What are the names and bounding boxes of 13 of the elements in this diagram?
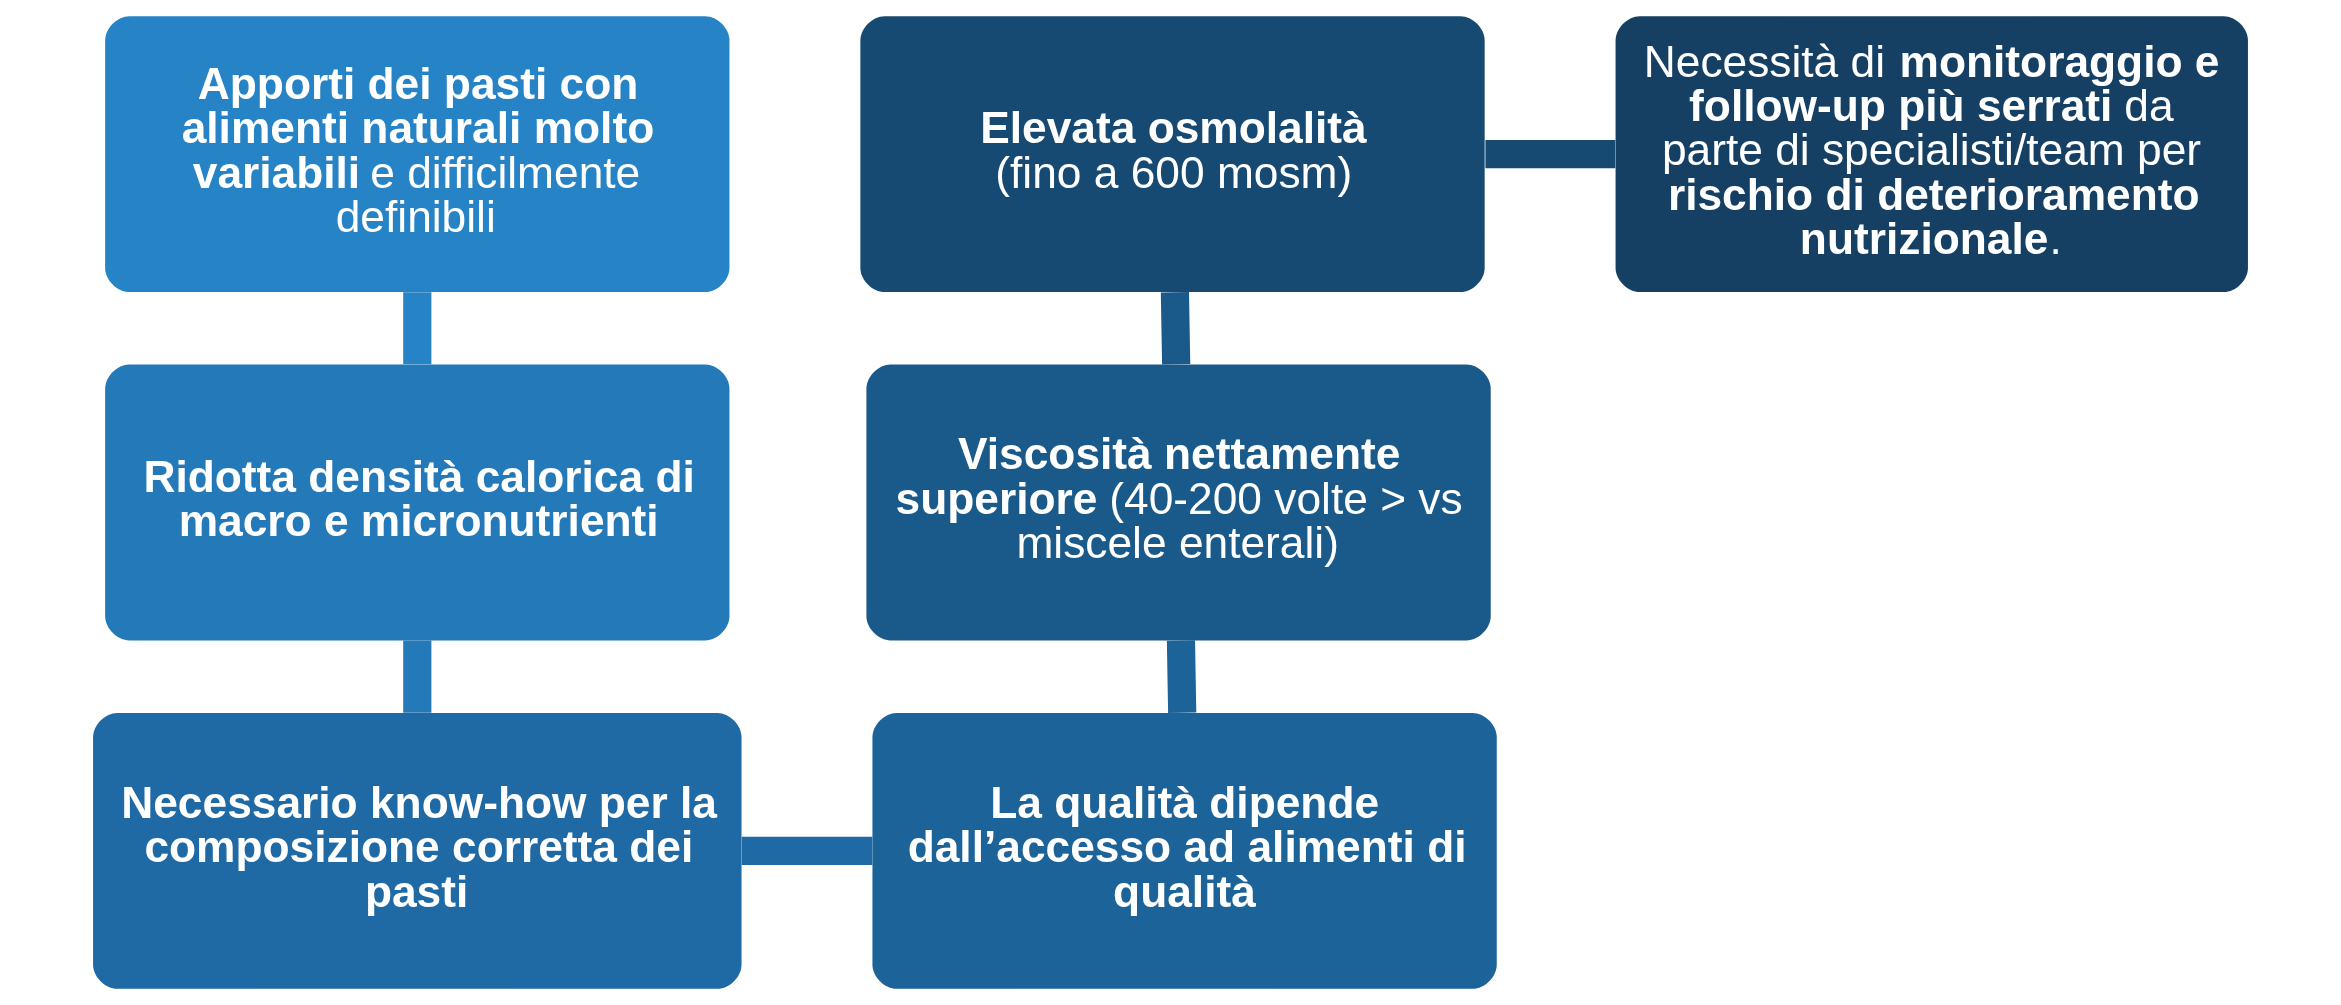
- connector: [1485, 140, 1616, 169]
- connector: [1166, 640, 1197, 713]
- connector: [1160, 291, 1191, 365]
- connector: [403, 640, 432, 713]
- node-box: Necessità di monitoraggio e follow-up più serrati da parte di specialisti/team per rischio di deterioramento nutrizionale.: [1615, 16, 2248, 293]
- node-box: Ridotta densità calorica di macro e micronutrienti: [105, 364, 730, 641]
- node-box: Elevata osmolalità (fino a 600 mosm): [860, 16, 1485, 293]
- node-box: Necessario know-how per la composizione corretta dei pasti: [93, 712, 742, 989]
- node-box: La qualità dipende dall’accesso ad alimenti di qualità: [872, 712, 1497, 989]
- connector: [403, 292, 432, 365]
- connector: [741, 836, 873, 865]
- node-box: Viscosità nettamente superiore (40-200 volte > vs miscele enterali): [866, 364, 1491, 641]
- node-box: Apporti dei pasti con alimenti naturali molto variabili e difficilmente definibili: [105, 16, 730, 293]
